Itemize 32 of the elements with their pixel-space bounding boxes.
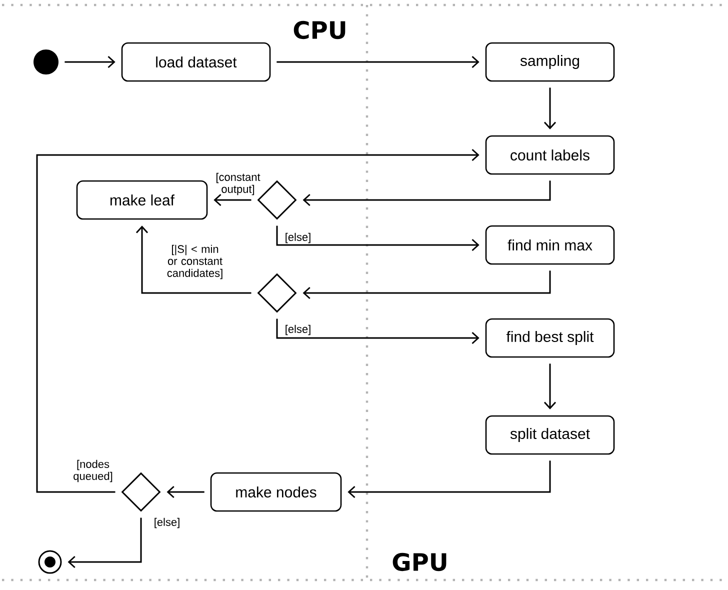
arrow [276, 318, 480, 344]
start-node [34, 50, 58, 74]
arrow [166, 486, 204, 498]
arrow [136, 226, 252, 294]
activity-box: make leaf [76, 180, 208, 220]
arrow [302, 270, 551, 300]
lane-label: CPU [294, 20, 346, 40]
arrow [544, 88, 556, 130]
arrow [276, 226, 480, 252]
edge-label: [nodes queued] [74, 460, 112, 482]
arrow [544, 364, 556, 410]
activity-box: count labels [485, 135, 615, 175]
edge-label: [else] [154, 518, 180, 528]
arrow [276, 56, 480, 68]
edge-label: [else] [286, 232, 310, 244]
activity-box: find min max [485, 225, 615, 265]
arrow [68, 518, 142, 568]
end-node [38, 550, 62, 574]
activity-box: find best split [485, 318, 615, 358]
activity-box: make nodes [210, 472, 342, 512]
arrow [302, 180, 551, 206]
edge-label: [else] [286, 324, 310, 336]
edge-label: [|S| < min or constant candidates] [167, 244, 222, 280]
arrow [36, 148, 480, 493]
arrow [348, 460, 551, 498]
activity-box: split dataset [485, 415, 615, 455]
activity-box: sampling [485, 42, 615, 82]
lane-label: GPU [392, 552, 446, 572]
edge-label: [constant output] [216, 172, 260, 196]
arrow [214, 194, 252, 206]
activity-box: load dataset [121, 42, 271, 82]
arrow [64, 56, 116, 68]
